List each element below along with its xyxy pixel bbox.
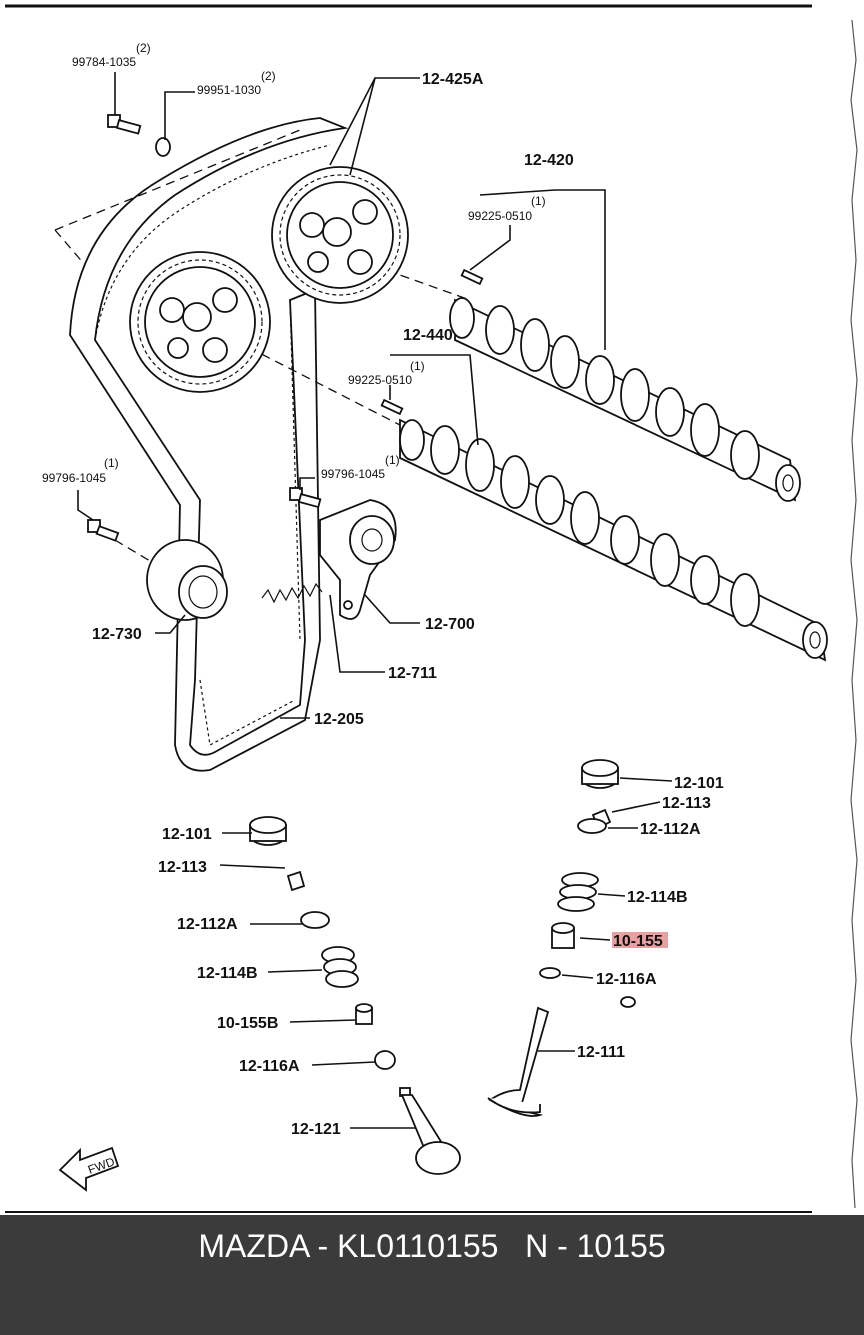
centerline-b	[54, 229, 86, 266]
pin-upper	[460, 268, 484, 286]
spring-left	[321, 946, 359, 988]
retainer-left	[300, 911, 330, 929]
bolt-99796-left	[87, 519, 120, 542]
label-99225-0510-upper: 99225-0510	[468, 209, 532, 223]
label-99796-1045-left: 99796-1045	[42, 471, 106, 485]
footer-part-number: MAZDA - KL0110155 N - 10155	[198, 1228, 666, 1264]
tappet-left	[249, 816, 287, 846]
label-12-700: 12-700	[425, 616, 475, 633]
pin-lower	[380, 398, 404, 416]
valve-left	[399, 1087, 461, 1175]
qty-99951: (2)	[261, 69, 276, 83]
label-12-112a-right: 12-112A	[640, 821, 701, 838]
cam-pulley-left	[129, 251, 271, 393]
label-12-113-left: 12-113	[158, 859, 207, 876]
retainer-right	[577, 818, 607, 834]
label-12-440: 12-440	[403, 327, 453, 344]
label-99796-1045-right: 99796-1045	[321, 467, 385, 481]
timing-belt	[69, 117, 349, 772]
seal-left	[355, 1003, 373, 1025]
washer-99951	[155, 137, 171, 157]
qty-99225-upper: (1)	[531, 194, 546, 208]
label-12-101-left: 12-101	[162, 826, 212, 843]
leader-lines	[77, 72, 673, 1129]
qty-99225-lower: (1)	[410, 359, 425, 373]
label-12-113-right: 12-113	[662, 795, 711, 812]
label-12-730: 12-730	[92, 626, 142, 643]
qty-99784: (2)	[136, 41, 151, 55]
tensioner-spring	[261, 582, 323, 604]
spring-right	[557, 872, 599, 912]
qty-99796-left: (1)	[104, 456, 119, 470]
qty-99796-right: (1)	[385, 453, 400, 467]
label-10-155: 10-155	[613, 933, 663, 950]
camshaft-upper	[449, 297, 801, 502]
fwd-arrow-icon: FWD	[58, 1146, 120, 1192]
footer-bar: MAZDA - KL0110155 N - 10155	[0, 1215, 864, 1335]
label-12-425a: 12-425A	[422, 71, 484, 88]
bolt-99784	[107, 114, 142, 135]
parts-diagram: FWD (2) 99784-1035 (2) 99951-1030	[5, 4, 858, 1213]
idler-pulley	[146, 539, 228, 621]
valve-right	[487, 996, 636, 1117]
frame-right-edge	[850, 19, 858, 1209]
label-12-101-right: 12-101	[674, 775, 724, 792]
label-12-114b-left: 12-114B	[197, 965, 258, 982]
label-12-420: 12-420	[524, 152, 574, 169]
label-99225-0510-lower: 99225-0510	[348, 373, 412, 387]
highlight-10-155	[612, 932, 668, 948]
bolt-99796-right	[289, 487, 322, 509]
label-12-114b-right: 12-114B	[627, 889, 688, 906]
label-12-116a-left: 12-116A	[239, 1058, 300, 1075]
tappet-right	[581, 759, 619, 789]
seat-right	[539, 967, 561, 979]
label-99784-1035: 99784-1035	[72, 55, 136, 69]
label-12-112a-left: 12-112A	[177, 916, 238, 933]
label-12-111: 12-111	[577, 1044, 625, 1061]
centerline-c	[329, 249, 471, 301]
label-12-116a-right: 12-116A	[596, 971, 657, 988]
keeper-left	[286, 870, 306, 892]
label-12-205: 12-205	[314, 711, 364, 728]
seal-right-highlighted	[551, 922, 575, 949]
cam-pulley-right	[271, 166, 409, 304]
label-10-155b: 10-155B	[217, 1015, 278, 1032]
tensioner	[319, 499, 397, 620]
camshaft-lower	[399, 418, 828, 662]
label-12-121: 12-121	[291, 1121, 341, 1138]
label-12-711: 12-711	[388, 665, 437, 682]
label-99951-1030: 99951-1030	[197, 83, 261, 97]
seat-left	[374, 1050, 396, 1070]
